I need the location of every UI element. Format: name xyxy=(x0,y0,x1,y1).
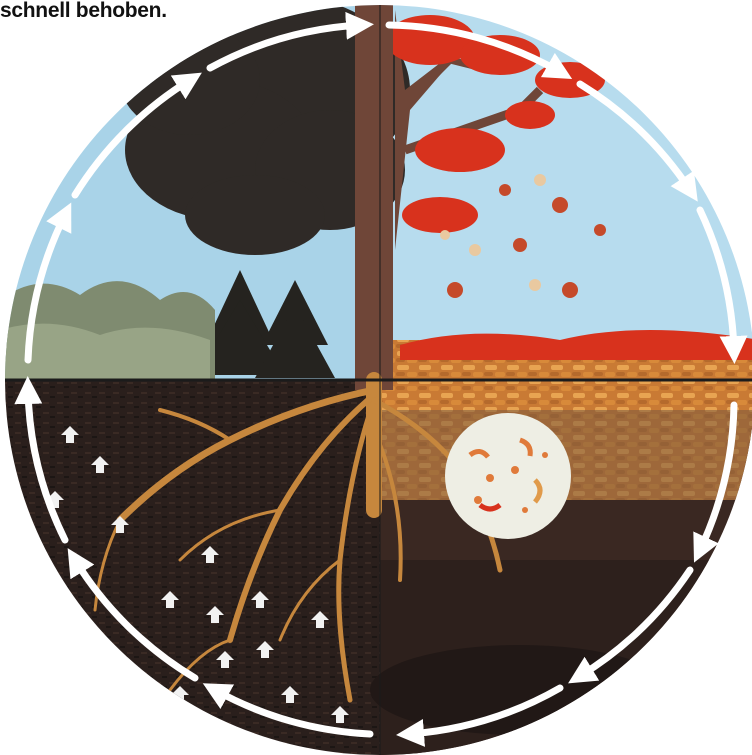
tree-trunk xyxy=(355,0,393,390)
microorganism-circle xyxy=(445,413,571,539)
soil-left xyxy=(0,380,380,755)
